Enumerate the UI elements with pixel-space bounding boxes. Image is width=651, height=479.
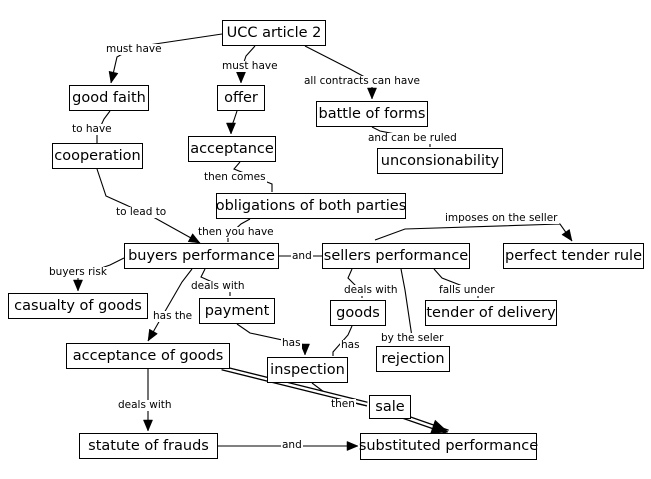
edge-inner-d-acceptgoods-substituted-1 — [221, 366, 368, 406]
arrowhead-e-oblig-perfect — [561, 228, 573, 242]
node-perfect[interactable]: perfect tender rule — [503, 243, 644, 269]
edge-label-e-statute-subst: and — [281, 439, 303, 451]
arrowhead-e-offer-accept — [226, 122, 236, 135]
node-casualty[interactable]: casualty of goods — [8, 293, 148, 319]
edge-label-e-ucc-battle: all contracts can have — [303, 75, 421, 87]
edge-e-ucc-battle — [304, 45, 373, 99]
node-acceptgoods[interactable]: acceptance of goods — [66, 343, 230, 369]
edge-label-e-payment-insp: has — [281, 337, 302, 349]
node-buyersperf[interactable]: buyers performance — [124, 243, 279, 269]
edge-label-e-buyers-acceptg: has the — [152, 310, 194, 322]
arrowhead-e-buyers-acceptg — [147, 328, 158, 342]
edge-label-e-acceptg-statute: deals with — [117, 399, 173, 411]
edge-label-e-battle-uncons: and can be ruled — [367, 132, 458, 144]
arrowhead-e-acceptg-statute — [143, 419, 153, 432]
edge-label-e-accept-oblig: then comes — [203, 171, 267, 183]
edge-label-e-ucc-offer: must have — [221, 60, 279, 72]
edge-label-e-goodfaith-coop: to have — [71, 123, 113, 135]
node-goods[interactable]: goods — [330, 300, 386, 326]
edge-label-e-coop-buyers: to lead to — [115, 206, 168, 218]
edge-label-e-ucc-goodfaith: must have — [105, 43, 163, 55]
node-cooperation[interactable]: cooperation — [52, 143, 143, 169]
arrowhead-e-ucc-offer — [236, 71, 246, 84]
edge-label-e-buyers-risk: buyers risk — [48, 266, 108, 278]
arrowhead-e-coop-buyers — [187, 233, 201, 244]
edge-e-oblig-perfect — [374, 223, 573, 242]
edge-label-e-goods-insp: has — [340, 339, 361, 351]
node-tender[interactable]: tender of delivery — [425, 300, 557, 326]
edge-label-e-buyers-sellers: and — [291, 250, 313, 262]
edge-label-e-buyers-payment: deals with — [190, 280, 246, 292]
arrowhead-e-statute-subst — [346, 441, 359, 451]
node-acceptance[interactable]: acceptance — [188, 136, 276, 162]
node-unconsion[interactable]: unconsionability — [377, 148, 503, 174]
node-battle[interactable]: battle of forms — [316, 101, 428, 127]
node-rejection[interactable]: rejection — [376, 346, 450, 372]
node-offer[interactable]: offer — [217, 85, 265, 111]
edge-label-e-oblig-perfect: imposes on the seller — [444, 212, 559, 224]
node-statute[interactable]: statute of frauds — [79, 433, 218, 459]
arrowhead-e-payment-insp — [300, 343, 310, 356]
edge-e-buyers-acceptg — [147, 268, 193, 342]
edge-label-e-sellers-tender: falls under — [438, 284, 496, 296]
node-sale[interactable]: sale — [369, 395, 411, 419]
node-substituted[interactable]: substituted performance — [359, 433, 538, 460]
edge-label-e-insp-sale: then — [330, 398, 356, 410]
node-payment[interactable]: payment — [199, 298, 275, 324]
arrowhead-e-ucc-goodfaith — [108, 70, 119, 84]
node-sellersperf[interactable]: sellers performance — [322, 243, 470, 269]
node-goodfaith[interactable]: good faith — [69, 85, 149, 111]
arrowhead-double-edge — [430, 419, 449, 434]
node-obligations[interactable]: obligations of both parties — [216, 193, 406, 219]
arrowhead-e-buyers-risk — [73, 279, 83, 292]
edge-e-ucc-goodfaith — [110, 33, 223, 84]
edge-label-e-oblig-buyers: then you have — [197, 226, 275, 238]
arrowhead-e-ucc-battle — [367, 87, 377, 100]
edge-label-e-sellers-goods: deals with — [343, 284, 399, 296]
node-ucc[interactable]: UCC article 2 — [222, 20, 326, 46]
node-inspection[interactable]: inspection — [267, 357, 348, 383]
edge-label-e-sellers-reject: by the seler — [380, 332, 445, 344]
